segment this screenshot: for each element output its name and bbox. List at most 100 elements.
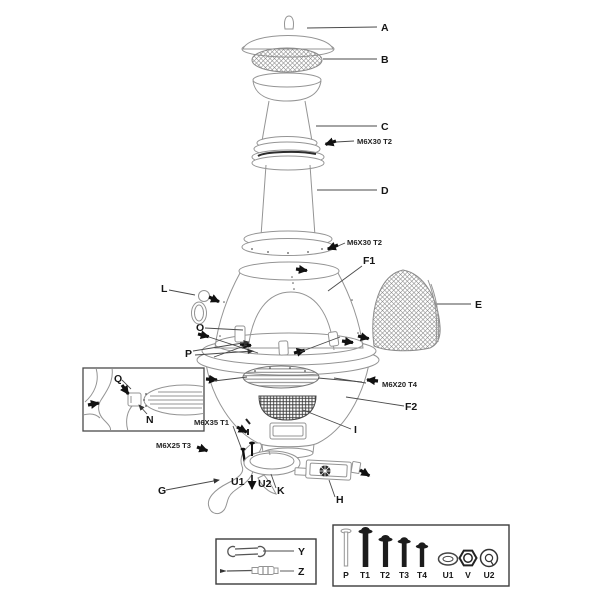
leader-screw-d [337, 242, 346, 247]
dome-skirt-inner [214, 332, 364, 356]
legend-label-v: V [465, 570, 471, 580]
leader-q [121, 379, 132, 390]
hardware-p-bolt [340, 528, 352, 567]
callout-d-joint: M6X30 T2 [347, 238, 382, 247]
callout-c-joint: M6X30 T2 [357, 137, 392, 146]
legend-label-t3: T3 [399, 570, 409, 580]
leader-k [270, 473, 277, 489]
label-y: Y [298, 546, 305, 558]
thin-line-grate-right [333, 377, 367, 384]
inset-content [84, 369, 203, 430]
screw-arrow-m6x20 [367, 380, 378, 381]
bowl-door-opening-inner [272, 425, 304, 437]
screw-arrow-grate-left [206, 379, 217, 380]
dome-top-rim [238, 261, 340, 281]
callout-leg-t1: M6X35 T1 [194, 418, 230, 427]
leader-screw-c [335, 140, 355, 143]
damper-door: H [294, 459, 370, 506]
hardware-t3-bolt [397, 537, 411, 567]
legend-label-t2: T2 [380, 570, 390, 580]
pipe-sides [260, 164, 316, 237]
screw-arrow-rim-1 [198, 334, 209, 337]
leader-i [302, 409, 352, 430]
leg-rear [257, 474, 277, 495]
driver-icon [220, 566, 279, 575]
neck-sides [261, 100, 313, 142]
ring-outer [243, 450, 301, 476]
legend-label-u2: U2 [484, 570, 495, 580]
rim-cross-line-3 [299, 336, 341, 353]
label-c: C [381, 121, 389, 133]
leader-f1 [327, 265, 363, 292]
leader-h [328, 479, 336, 498]
ring-inner [249, 452, 295, 470]
tools-legend: Y Z [215, 538, 317, 585]
pin-ring-large-inner [194, 304, 204, 322]
ring-tick [268, 450, 271, 456]
wrench-icon [227, 545, 266, 558]
hinge-bracket-o [234, 325, 246, 343]
base-ring: U1 U2 K [231, 441, 301, 497]
label-e: E [475, 299, 482, 311]
hardware-v-nut [458, 549, 478, 567]
callout-body-t4: M6X20 T4 [382, 380, 418, 389]
hardware-t1-bolt [358, 527, 373, 567]
small-bolt-1 [245, 418, 251, 425]
label-u1: U1 [231, 476, 245, 488]
flue-joint-upper [251, 149, 325, 171]
leader-f2 [345, 396, 405, 407]
label-l: L [161, 283, 168, 295]
dome-arch [247, 291, 335, 351]
chimney-neck: C M6X30 T2 [252, 72, 392, 157]
screw-arrow-inset-1 [88, 403, 99, 405]
label-g: G [158, 485, 166, 497]
legend-label-p: P [343, 570, 349, 580]
detail-inset: Q N [82, 367, 205, 432]
cooking-grate [242, 365, 320, 389]
rim-clip-2 [278, 340, 289, 356]
label-n: N [146, 414, 154, 426]
mesh-door: E [372, 269, 482, 352]
ring-bolt-head [249, 441, 255, 445]
neck-bowl [252, 80, 322, 102]
label-i: I [354, 424, 357, 436]
label-f1: F1 [363, 255, 375, 267]
hardware-u1-washer [437, 552, 459, 566]
leader-p2 [194, 348, 254, 356]
label-h: H [336, 494, 344, 506]
rim-clip-3 [327, 331, 340, 347]
legend-label-u1: U1 [443, 570, 454, 580]
label-a: A [381, 22, 389, 34]
mesh-disc [251, 47, 323, 73]
chimney-pipe: D M6X30 T2 [241, 164, 389, 256]
label-o: O [196, 322, 204, 334]
label-p: P [185, 348, 192, 360]
grate-rivets [254, 367, 306, 372]
label-d: D [381, 185, 389, 197]
mesh-door-edge [427, 279, 440, 345]
leg-bolt-head [240, 447, 246, 451]
lid-knob [284, 15, 294, 30]
door-rosette-petals [319, 465, 331, 477]
label-q: Q [114, 373, 122, 385]
door-plate-inner [309, 462, 348, 478]
leader-p1 [192, 340, 250, 352]
spark-screen-disc: B [251, 47, 389, 73]
lid-dome [242, 35, 334, 50]
leader-o [204, 327, 244, 331]
thin-line-grate-left [213, 376, 248, 382]
leader-n [138, 404, 148, 415]
joint-ring-2 [251, 155, 325, 171]
mesh-door-panel [372, 269, 441, 352]
neck-top-rim [252, 72, 322, 88]
label-u2: U2 [258, 478, 272, 490]
leader-a [306, 26, 378, 29]
label-k: K [277, 485, 285, 497]
bowl-door-opening [269, 422, 307, 440]
screw-arrow-rim-4 [342, 341, 353, 343]
hardware-t4-bolt [415, 542, 429, 567]
label-f2: F2 [405, 401, 417, 413]
door-tab [294, 467, 307, 476]
label-z: Z [298, 566, 305, 578]
